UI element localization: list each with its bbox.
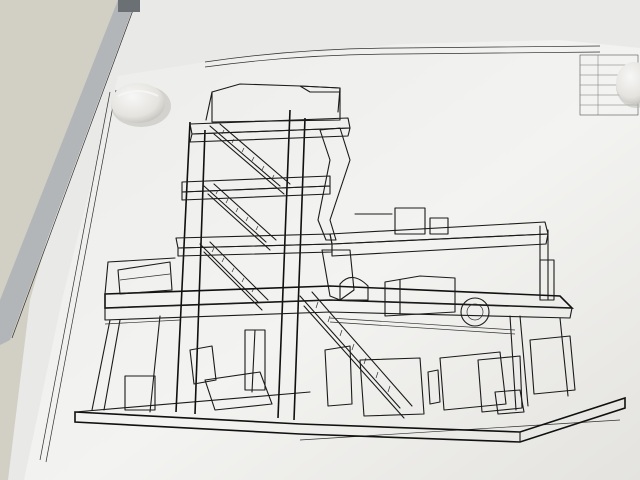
tower-columns <box>175 87 341 421</box>
central-chute <box>317 127 355 301</box>
mezzanine-machinery <box>339 259 555 327</box>
whiteboard-frame <box>0 0 136 345</box>
ground-stair <box>299 291 413 419</box>
tower-stairs <box>199 123 291 311</box>
magnet-icon <box>616 62 640 108</box>
plant-line-drawing <box>74 83 626 443</box>
main-mezzanine <box>91 257 574 413</box>
tower-floors <box>175 117 351 257</box>
ground-equipment <box>124 329 576 417</box>
magnet-icon <box>111 83 171 127</box>
base-plinth <box>74 391 626 443</box>
frame-corner <box>118 0 140 12</box>
floor-hatching <box>104 317 516 335</box>
